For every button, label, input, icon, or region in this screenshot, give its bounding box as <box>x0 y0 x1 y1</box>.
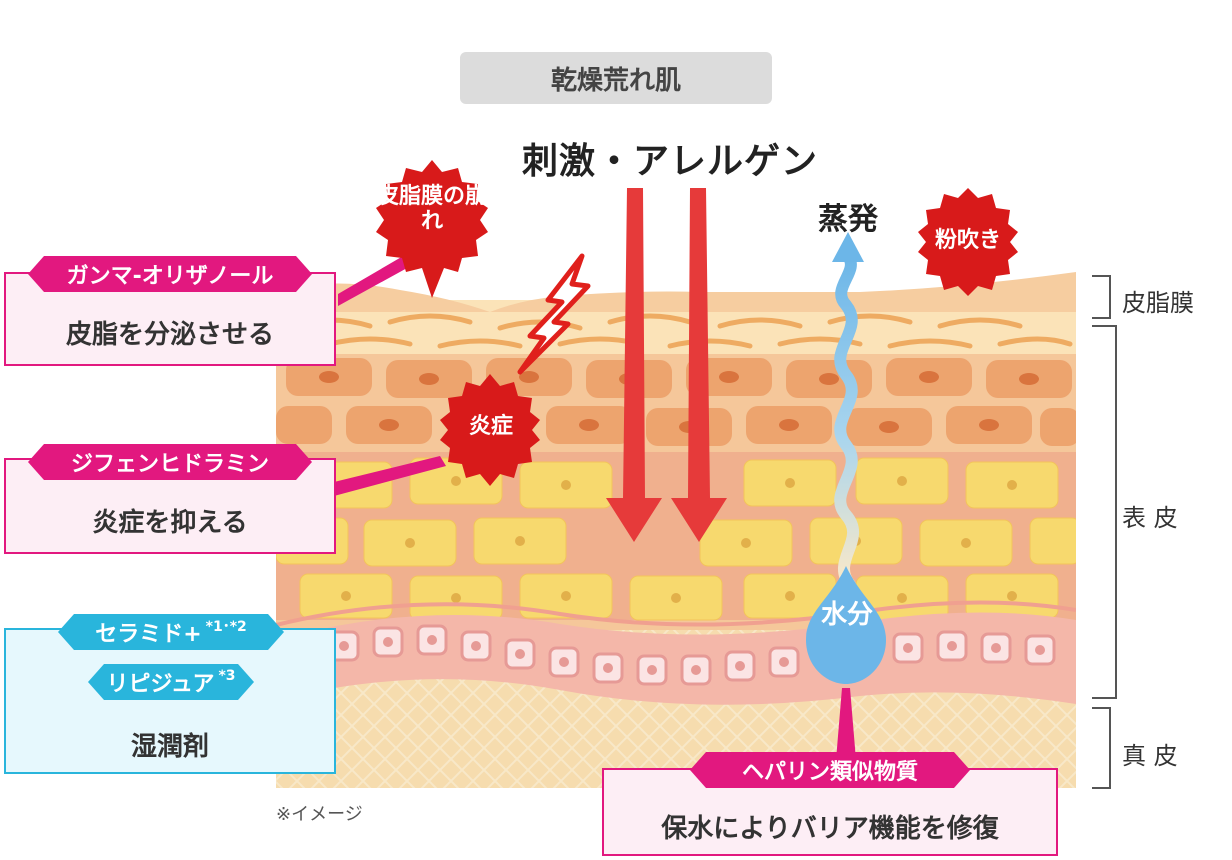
sebum-film-label: 皮脂膜 <box>1122 289 1194 317</box>
stimulus-arrows <box>606 188 727 542</box>
epidermis-label: 表 皮 <box>1122 504 1178 532</box>
image-note: ※イメージ <box>276 804 363 825</box>
sebum-film-layer <box>276 272 1076 312</box>
evaporation-arrow <box>834 250 860 591</box>
stimulus-label: 刺激・アレルゲン <box>521 141 818 182</box>
lipidure-tag: リピジュア*3 <box>88 664 254 700</box>
moisturizer-box: 湿潤剤 <box>4 628 336 774</box>
water-label: 水分 <box>820 600 873 630</box>
diphenhydramine-desc: 炎症を抑える <box>92 508 248 538</box>
evaporation-label: 蒸発 <box>818 202 878 237</box>
layer-brackets <box>1092 275 1117 789</box>
heparin-tag: ヘパリン類似物質 <box>690 752 970 788</box>
heparin-desc: 保水によりバリア機能を修復 <box>661 814 999 844</box>
ceramide-tag: セラミド+*1･*2 <box>58 614 284 650</box>
powdery-badge: 粉吹き <box>934 228 1001 253</box>
dermis-label: 真 皮 <box>1122 742 1178 770</box>
gamma-oryzanol-tag: ガンマ-オリザノール <box>28 256 312 292</box>
water-drop-icon <box>806 566 886 684</box>
moisturizer-desc: 湿潤剤 <box>130 732 209 762</box>
burst-badges <box>376 160 1018 486</box>
sebum-breakdown-badge: 皮脂膜の崩れ <box>376 184 487 235</box>
inflammation-badge: 炎症 <box>468 414 513 439</box>
condition-title: 乾燥荒れ肌 <box>460 52 772 104</box>
horny-layer-flakes <box>287 313 1073 349</box>
gamma-oryzanol-desc: 皮脂を分泌させる <box>65 320 274 350</box>
lightning-icon <box>517 253 591 375</box>
diphenhydramine-tag: ジフェンヒドラミン <box>28 444 312 480</box>
